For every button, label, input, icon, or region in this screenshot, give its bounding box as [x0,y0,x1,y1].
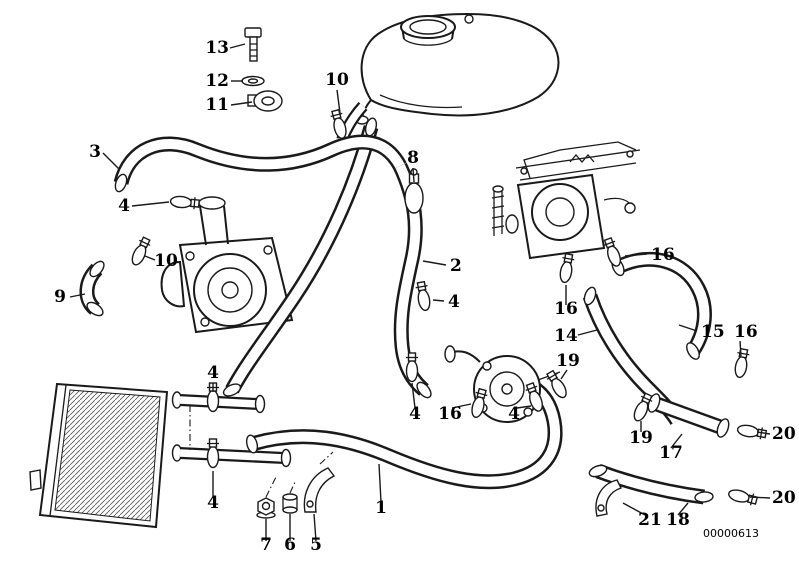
callout-10-left: 10 [154,251,178,271]
callout-4-rad-up: 4 [207,363,219,383]
callout-16-d: 16 [438,404,462,424]
leader-lines [69,43,771,542]
callout-19-a: 19 [556,351,580,371]
callout-5: 5 [310,535,322,555]
hose-17 [647,393,730,438]
callout-16-c: 16 [734,322,758,342]
hose-clamp-10-left [128,235,153,268]
hose-clamp-4-c [405,352,419,383]
thermostat-housing [444,345,561,423]
hose-1-lower [245,375,563,490]
callout-4-rad-low: 4 [207,493,219,513]
hose-clamp-4-radiator-lower [206,438,220,469]
radiator-bracket [29,469,42,491]
hose-18 [588,463,714,505]
hose-radiator-upper-stub [179,394,266,414]
callout-4-upper: 4 [118,196,130,216]
threaded-stud [491,185,505,236]
callout-4-d: 4 [508,404,520,424]
radiator-fins [54,389,161,522]
hose-clamp-16-a [557,252,576,285]
callout-21: 21 [638,510,662,530]
callout-8: 8 [407,148,419,168]
hose-clamp-4-upper-left [169,194,201,211]
hose-15 [611,251,712,360]
nut-7 [256,497,276,519]
hose-clamp-20-a [735,422,768,441]
callout-17: 17 [659,443,683,463]
callout-4-mid: 4 [448,292,460,312]
hose-clamp-4-mid [414,280,433,313]
callout-11: 11 [205,95,229,115]
callout-16-a: 16 [554,299,578,319]
callout-20-a: 20 [772,424,796,444]
callout-13: 13 [205,38,229,58]
callout-10-top: 10 [325,70,349,90]
callout-labels: 13 12 11 10 3 4 10 9 8 2 4 16 16 14 15 1… [54,38,796,555]
bracket-5 [303,467,336,513]
water-pump [160,196,294,334]
callout-16-b: 16 [651,245,675,265]
hose-9 [79,260,105,317]
callout-6: 6 [284,535,296,555]
throttle-body [491,141,641,260]
radiator [29,382,183,529]
callout-9: 9 [54,287,66,307]
hose-radiator-lower-stub [179,447,292,468]
callout-14: 14 [554,326,578,346]
construction-lines [189,405,334,498]
callout-12: 12 [205,71,229,91]
filler-cap [400,15,456,46]
hose-clamp-16-c [732,347,751,380]
callout-2: 2 [450,256,462,276]
callout-4-c: 4 [409,404,421,424]
pump-neck [198,196,226,210]
drawing-number: 00000613 [703,527,759,540]
callout-7: 7 [260,535,272,555]
spacer-6 [282,493,298,514]
callout-15: 15 [701,322,725,342]
bolt-icon [244,27,262,62]
callout-18: 18 [666,510,690,530]
tank-vent-nub [464,14,474,24]
callout-19-b: 19 [629,428,653,448]
hose-3-upper [113,134,407,193]
callout-1: 1 [375,498,387,518]
washer-icon [241,75,265,87]
hose-clamp-16-b [601,236,624,269]
expansion-tank [355,12,560,125]
hose-fitting-11 [247,90,283,112]
callout-3: 3 [89,142,101,162]
hose-to-radiator [222,117,379,397]
bracket-21 [595,479,622,517]
callout-20-b: 20 [772,488,796,508]
